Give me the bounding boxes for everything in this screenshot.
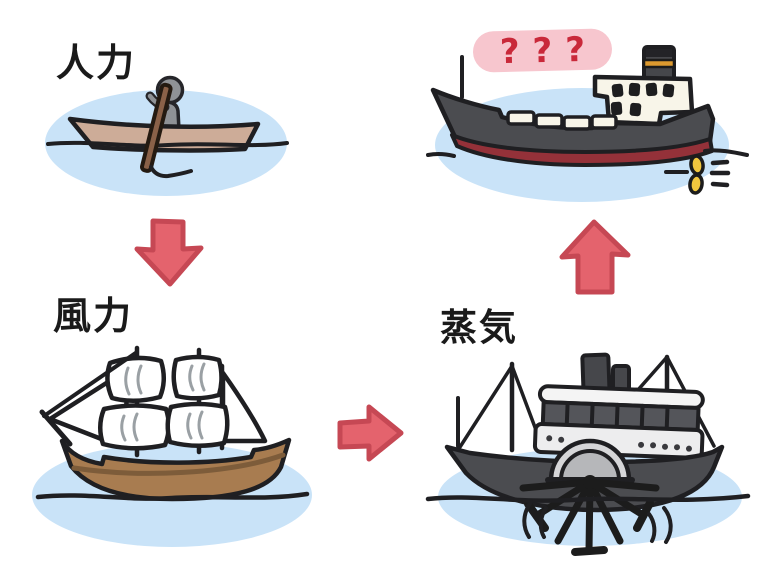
question-marks: ??? — [499, 29, 599, 72]
waterline — [426, 151, 456, 158]
cargo-ship-scene — [426, 45, 749, 202]
stage-label-wind-power: 風力 — [53, 294, 134, 338]
waterline — [46, 140, 289, 148]
wheel-hub — [583, 475, 597, 489]
bowsprit — [39, 409, 73, 447]
rowboat-scene — [45, 75, 289, 196]
stage-label-steam-power: 蒸気 — [440, 306, 518, 349]
up-arrow — [559, 219, 631, 295]
oar — [140, 82, 173, 173]
hull-plank-line — [71, 452, 286, 476]
stay — [458, 364, 514, 449]
waterline — [703, 148, 749, 157]
steamer-superstructure — [532, 384, 705, 460]
question-bubble: ??? — [472, 28, 613, 73]
bow-stay — [42, 350, 139, 418]
cargo-funnel — [642, 45, 676, 83]
deck-hatches — [506, 110, 618, 131]
splash — [149, 165, 193, 179]
sailing-ship-scene — [32, 345, 312, 547]
window-dividers — [564, 400, 670, 431]
propeller-motion-lines — [709, 159, 731, 188]
paddle-cover-inner — [559, 449, 621, 482]
waterline — [35, 491, 310, 501]
paddle-steamer-scene — [425, 352, 751, 556]
cargo-windows — [610, 82, 675, 117]
churn-motion-lines — [522, 500, 673, 544]
propeller — [664, 154, 705, 195]
stage-label-human-power: 人力 — [56, 41, 137, 85]
right-arrow — [337, 404, 404, 462]
stern-sail — [220, 370, 268, 444]
down-arrow — [134, 218, 204, 287]
waterline — [425, 493, 751, 503]
sail-billow-lines — [120, 362, 206, 442]
portholes — [546, 435, 692, 452]
square-sails — [98, 354, 230, 451]
